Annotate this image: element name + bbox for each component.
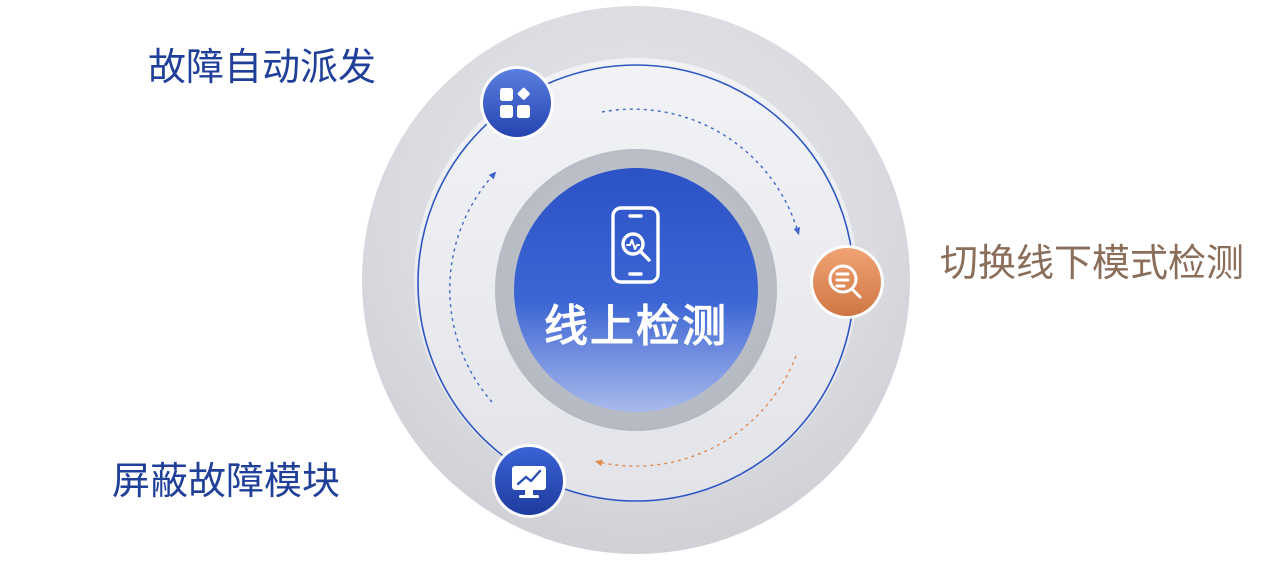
phone-magnifier-icon xyxy=(611,206,660,284)
document-search-icon xyxy=(828,264,862,299)
monitor-chart-icon xyxy=(512,466,546,498)
node-offline xyxy=(810,245,884,319)
node-label-shield: 屏蔽故障模块 xyxy=(112,459,341,503)
node-dispatch xyxy=(480,66,554,140)
node-label-offline: 切换线下模式检测 xyxy=(940,241,1245,285)
node-shield xyxy=(492,444,566,518)
center-title: 线上检测 xyxy=(544,301,728,352)
node-label-dispatch: 故障自动派发 xyxy=(148,45,377,89)
center-disc xyxy=(514,168,758,412)
flow-arc-bottom-right xyxy=(594,355,797,467)
grid-apps-icon xyxy=(500,87,530,118)
